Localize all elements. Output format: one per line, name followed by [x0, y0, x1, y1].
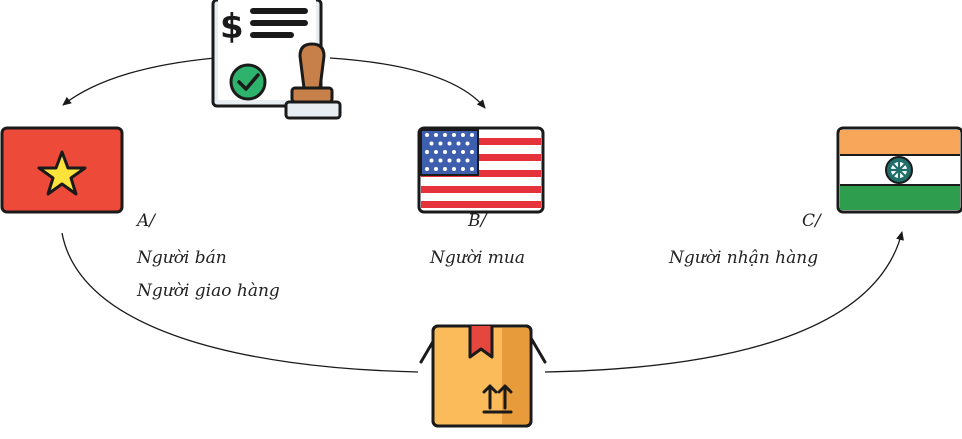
party-a-marker: A/: [137, 211, 156, 231]
party-a-role-shipper: Người giao hàng: [137, 281, 280, 301]
india-flag-icon: [836, 126, 962, 214]
arrow-document-to-buyer: [329, 57, 486, 109]
party-a-label: A/ Người bán Người giao hàng: [137, 212, 280, 301]
party-b-label: B/ Người mua: [430, 211, 525, 268]
svg-text:$: $: [220, 7, 244, 47]
party-b-marker: B/: [468, 211, 487, 231]
vietnam-flag-icon: [0, 126, 124, 214]
arrow-document-to-seller: [62, 57, 216, 106]
usa-flag-icon: [417, 126, 545, 214]
arrow-box-to-consignee: [544, 231, 904, 373]
party-c-role-consignee: Người nhận hàng: [669, 248, 819, 268]
party-b-role-buyer: Người mua: [430, 248, 525, 268]
arrow-seller-to-box: [61, 232, 419, 373]
cardboard-box-icon: [419, 324, 547, 428]
party-c-marker: C/: [802, 211, 821, 231]
party-c-label: C/ Người nhận hàng: [669, 211, 821, 268]
party-a-role-seller: Người bán: [137, 248, 227, 268]
contract-document-icon: $: [211, 0, 342, 120]
